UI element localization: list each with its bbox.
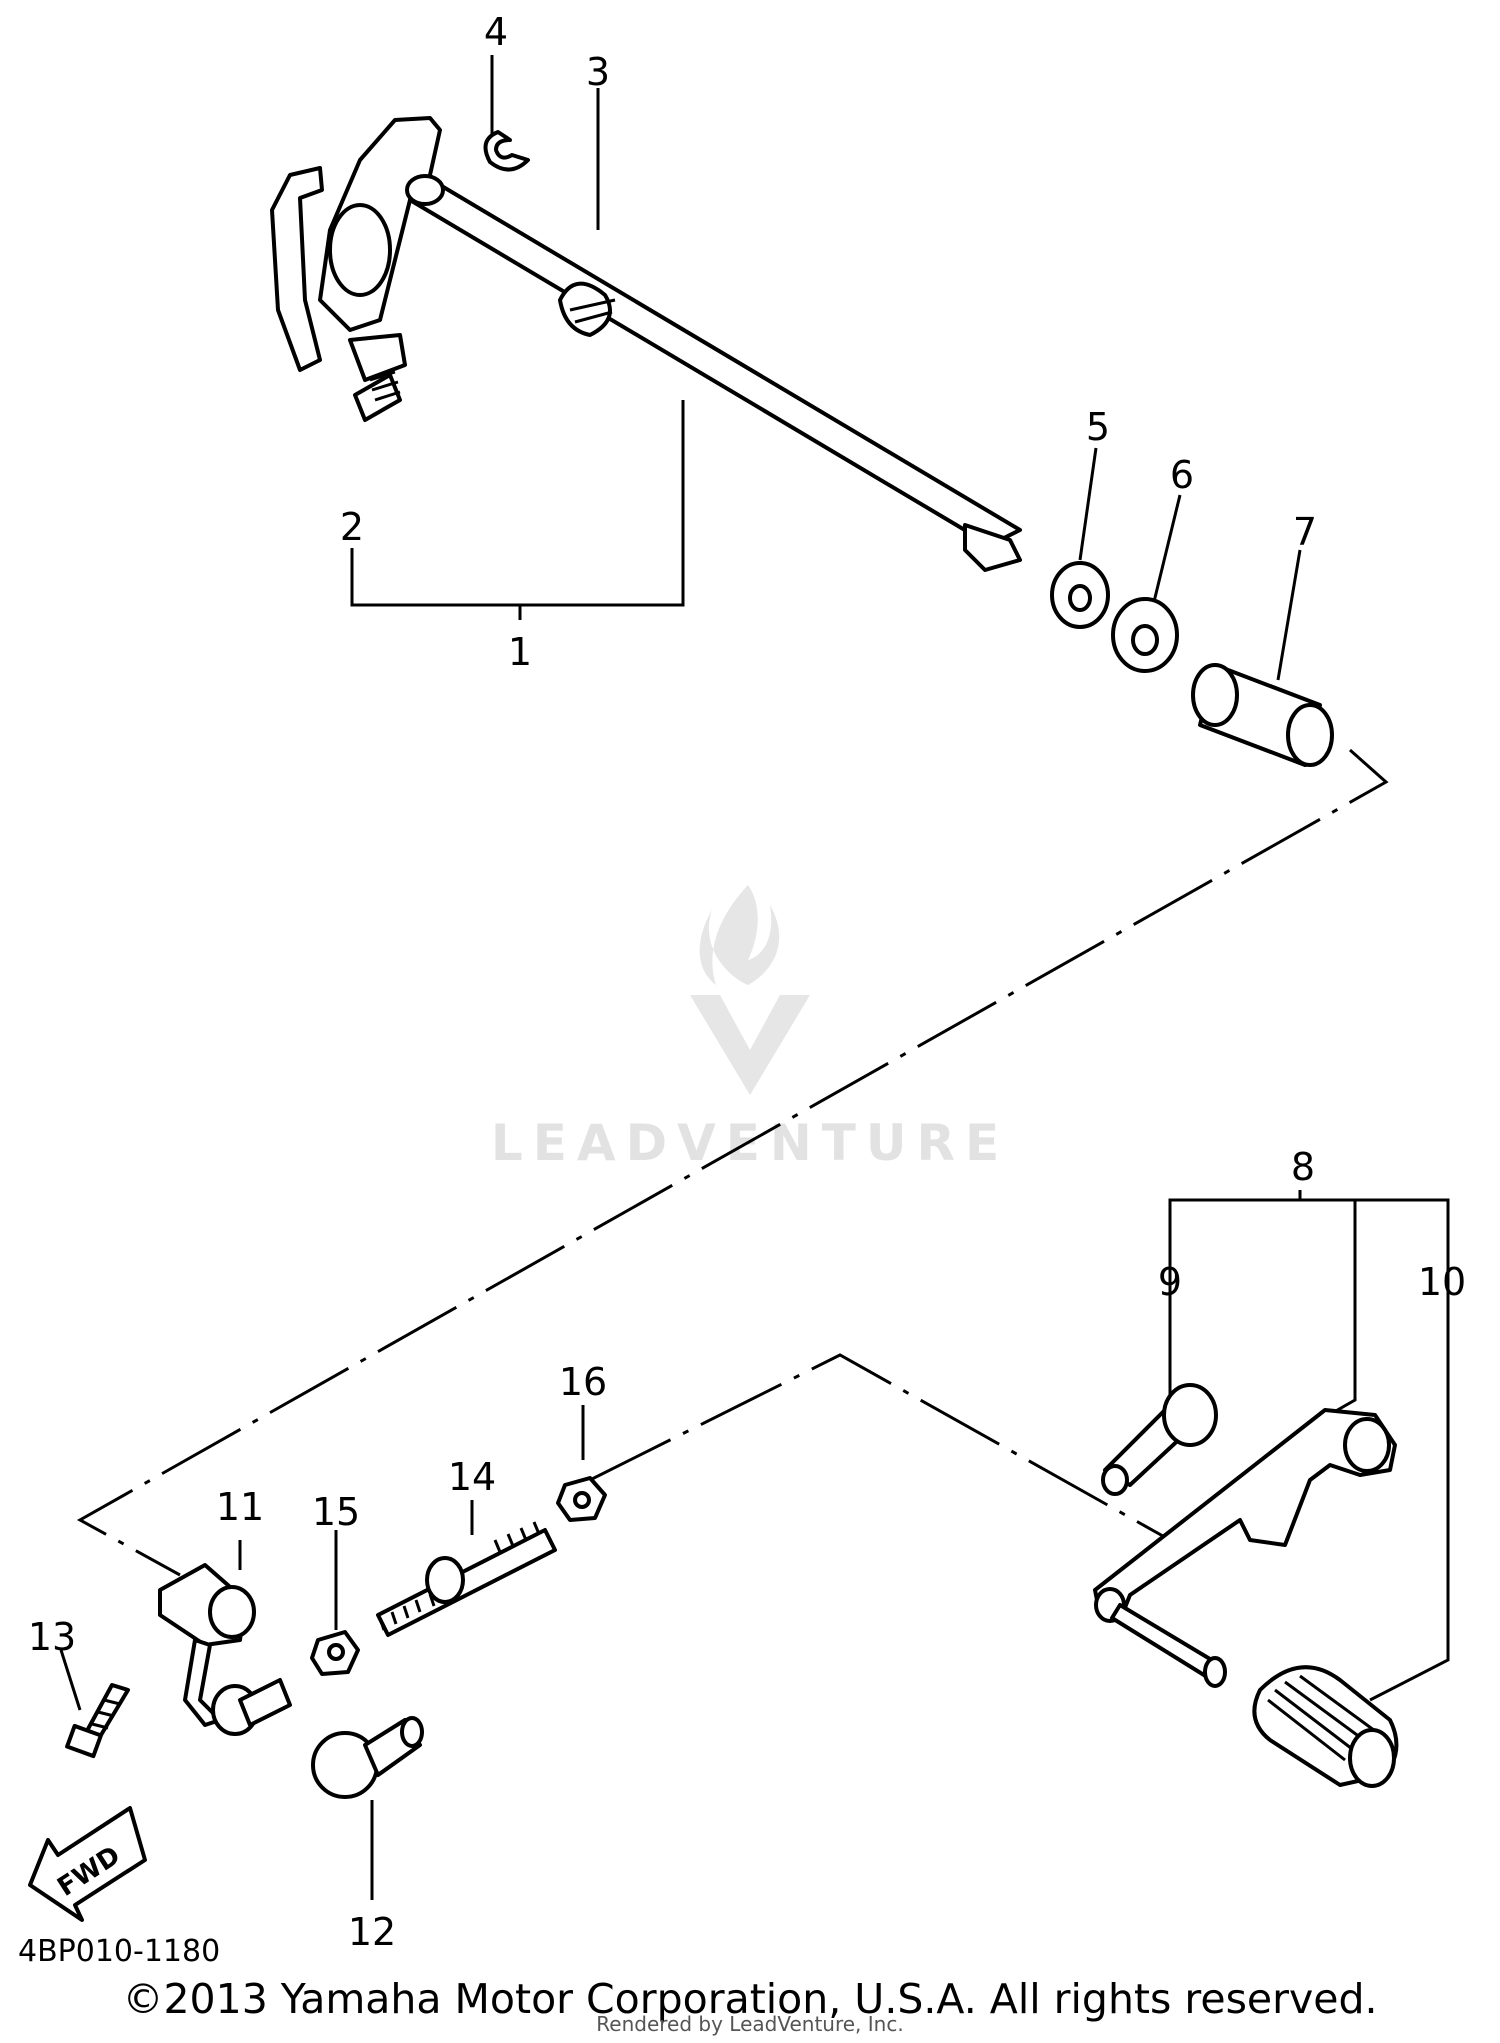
assembly-path	[76, 748, 1389, 1577]
callout-6: 6	[1170, 453, 1194, 497]
shift-shaft-assembly	[270, 116, 1022, 572]
callout-1: 1	[508, 630, 532, 674]
shift-rod	[376, 1521, 557, 1637]
callout-2: 2	[340, 505, 364, 549]
fwd-arrow-icon: FWD	[28, 1806, 147, 1922]
callout-14: 14	[448, 1455, 496, 1499]
callout-8: 8	[1291, 1145, 1315, 1189]
callout-7: 7	[1293, 510, 1317, 554]
watermark: LEADVENTURE	[491, 885, 999, 1172]
callout-4: 4	[484, 10, 508, 54]
watermark-flame-icon	[699, 885, 780, 985]
callout-11: 11	[216, 1485, 264, 1529]
shift-pedal	[1093, 1383, 1399, 1788]
callout-9: 9	[1158, 1260, 1182, 1304]
callout-12: 12	[348, 1910, 396, 1954]
callout-labels: 1 2 3 4 5 6 7 8 9 10 11 12 13 14 15 16	[28, 10, 1466, 1954]
callout-10: 10	[1418, 1260, 1466, 1304]
diagram-code: 4BP010-1180	[18, 1934, 221, 1969]
callout-13: 13	[28, 1615, 76, 1659]
callout-5: 5	[1086, 405, 1110, 449]
nut-left	[310, 1630, 360, 1676]
collar	[1191, 663, 1334, 767]
oil-seal	[1111, 597, 1179, 673]
ball-joint	[311, 1716, 424, 1799]
nut-right	[556, 1476, 607, 1522]
washer	[1050, 561, 1110, 629]
rendered-by-credit: Rendered by LeadVenture, Inc.	[596, 2012, 904, 2036]
shift-arm	[65, 1563, 292, 1759]
callout-3: 3	[586, 50, 610, 94]
watermark-v-icon	[690, 995, 810, 1095]
copyright-notice: ©2013 Yamaha Motor Corporation, U.S.A. A…	[122, 1975, 1378, 2023]
callout-16: 16	[559, 1360, 607, 1404]
circlip	[483, 130, 530, 172]
callout-15: 15	[312, 1490, 360, 1534]
